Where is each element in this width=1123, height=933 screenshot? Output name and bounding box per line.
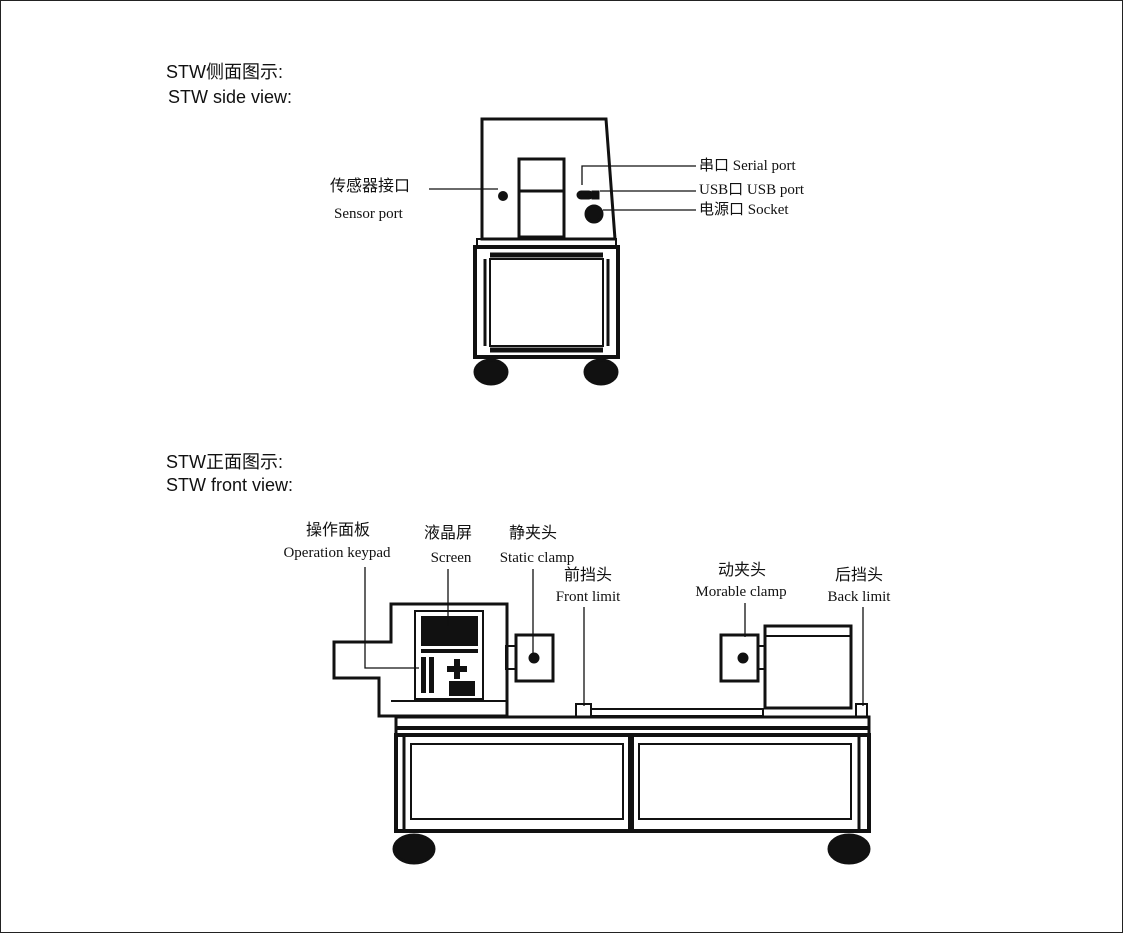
keypad-label-en: Operation keypad [283, 545, 391, 561]
side-window [517, 157, 566, 239]
static-clamp-label-cn: 静夹头 [508, 525, 558, 542]
front-view-heading-en: STW front view: [166, 475, 294, 495]
side-view-heading-cn: STW侧面图示: [166, 62, 283, 82]
screen-label-cn: 液晶屏 [423, 525, 473, 542]
serial-port-label: 串口 Serial port [699, 158, 796, 174]
screen-label-en: Screen [430, 550, 472, 566]
back-limit-label-cn: 后挡头 [834, 567, 884, 584]
sensor-port-label-en: Sensor port [334, 206, 403, 222]
sensor-port-icon [498, 191, 508, 201]
sensor-port-label-cn: 传感器接口 [330, 178, 411, 195]
moving-clamp-label-cn: 动夹头 [717, 562, 767, 579]
wheel-icon [583, 358, 619, 386]
back-limit [855, 703, 868, 718]
back-limit-label-en: Back limit [827, 589, 891, 605]
serial-port-icon [576, 190, 594, 200]
usb-port-label: USB口 USB port [699, 182, 805, 198]
keypad-panel [414, 610, 484, 700]
rail [590, 708, 764, 717]
static-clamp [514, 633, 555, 683]
lcd-screen [421, 616, 478, 646]
front-limit-label-cn: 前挡头 [563, 567, 613, 584]
side-view-drawing [429, 117, 696, 386]
side-cart-frame [473, 245, 620, 359]
wheel-icon [473, 358, 509, 386]
static-clamp-label-en: Static clamp [499, 550, 575, 566]
keypad-label-cn: 操作面板 [305, 522, 371, 539]
front-view-drawing [332, 567, 871, 865]
motor-box [763, 624, 853, 710]
front-view-heading-cn: STW正面图示: [166, 452, 283, 472]
moving-clamp-label-en: Morable clamp [695, 584, 787, 600]
wheel-icon [392, 833, 436, 865]
keypad-buttons [421, 649, 478, 696]
socket-icon [584, 204, 604, 224]
usb-port-icon [591, 190, 600, 200]
side-view-heading-en: STW side view: [168, 87, 293, 107]
socket-label: 电源口 Socket [699, 202, 789, 218]
front-limit-label-en: Front limit [555, 589, 621, 605]
wheel-icon [827, 833, 871, 865]
